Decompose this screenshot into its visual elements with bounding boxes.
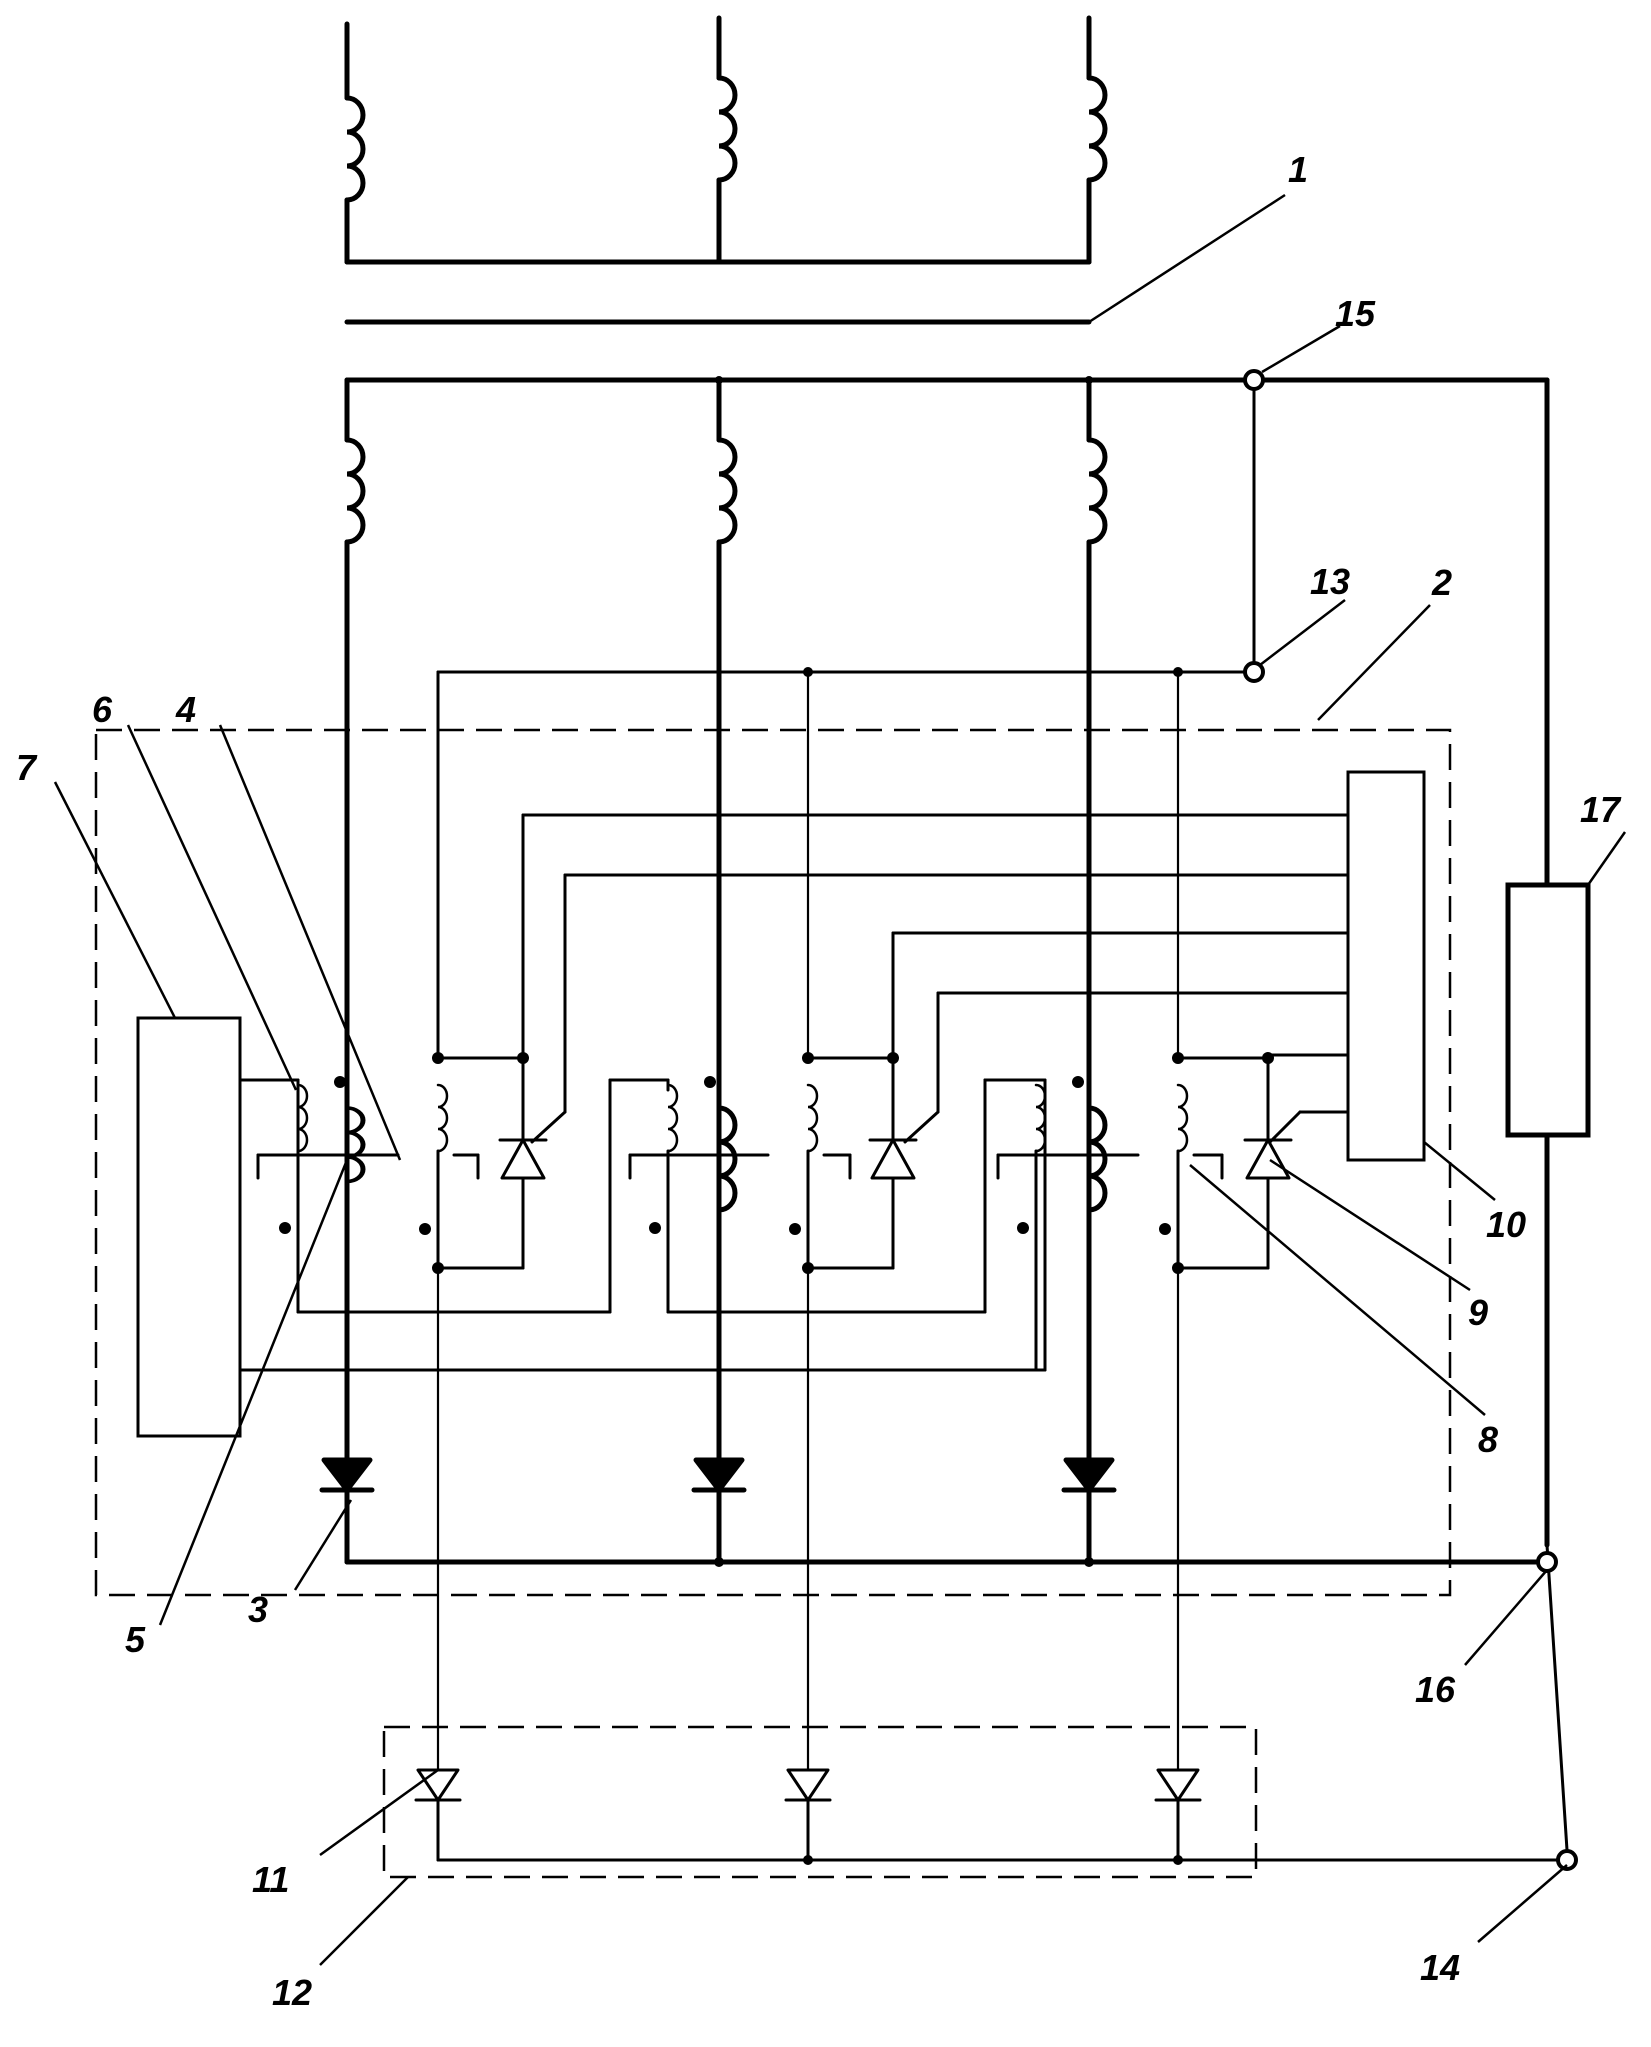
gate-control-wires — [523, 815, 1348, 1142]
label-9: 9 — [1468, 1292, 1488, 1333]
label-4: 4 — [175, 689, 196, 730]
auxiliary-diodes — [416, 1268, 1567, 1865]
label-14: 14 — [1420, 1947, 1460, 1988]
label-2: 2 — [1431, 562, 1452, 603]
label-17: 17 — [1580, 789, 1622, 830]
label-13: 13 — [1310, 561, 1350, 602]
label-5: 5 — [125, 1619, 146, 1660]
label-3: 3 — [248, 1589, 268, 1630]
label-11: 11 — [252, 1859, 289, 1900]
label-16: 16 — [1415, 1669, 1456, 1710]
auxiliary-rectifier-boundary — [384, 1727, 1256, 1877]
phase-module-a — [258, 1052, 546, 1274]
phase-module-c — [998, 1052, 1291, 1274]
load-branch — [1508, 380, 1588, 1850]
primary-winding — [347, 18, 1105, 262]
terminal-16 — [1538, 1553, 1556, 1571]
terminal-13 — [1245, 663, 1263, 681]
bias-control-unit — [138, 1018, 240, 1436]
load-resistor — [1508, 885, 1588, 1135]
label-1: 1 — [1288, 149, 1308, 190]
label-12: 12 — [272, 1972, 312, 2013]
label-10: 10 — [1486, 1204, 1526, 1245]
control-bus — [438, 667, 1254, 1058]
control-unit — [1348, 772, 1424, 1160]
label-15: 15 — [1335, 293, 1376, 334]
saturable-reactors — [347, 1108, 1105, 1210]
label-6: 6 — [92, 689, 113, 730]
label-8: 8 — [1478, 1419, 1498, 1460]
phase-module-b — [630, 1052, 916, 1274]
label-7: 7 — [16, 747, 38, 788]
terminal-15 — [1245, 371, 1263, 389]
